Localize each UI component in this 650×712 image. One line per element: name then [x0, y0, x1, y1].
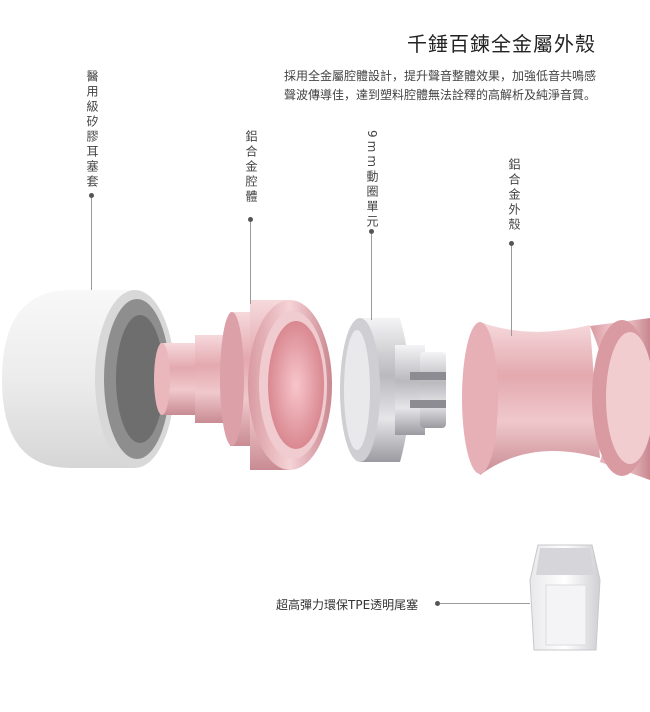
dynamic-driver	[340, 318, 446, 462]
description-line-2: 聲波傳導佳，達到塑料腔體無法詮釋的高解析及純淨音質。	[283, 88, 596, 102]
leader-aluminum-shell	[511, 246, 512, 336]
leader-driver	[371, 234, 372, 320]
label-tail-plug: 超高彈力環保TPE透明尾塞	[276, 598, 419, 612]
description: 採用全金屬腔體設計，提升聲音整體效果，加強低音共鳴感 聲波傳導佳，達到塑料腔體無…	[248, 67, 596, 105]
label-eartip: 醫用級矽膠耳塞套	[85, 70, 99, 190]
callout-dot-tail-plug	[435, 601, 440, 606]
silicone-eartip	[2, 290, 175, 468]
label-aluminum-cavity: 鋁合金腔體	[244, 130, 258, 205]
aluminum-shell	[462, 318, 650, 480]
page-title: 千錘百鍊全金屬外殼	[407, 32, 596, 56]
leader-eartip	[91, 198, 92, 290]
callout-dot-aluminum-cavity	[248, 217, 253, 222]
label-aluminum-shell: 鋁合金外殼	[507, 158, 521, 233]
callout-dot-eartip	[89, 193, 94, 198]
leader-tail-plug	[440, 603, 530, 604]
tpe-tail-plug	[529, 544, 601, 651]
label-driver: 9mm動圈單元	[365, 130, 379, 231]
leader-aluminum-cavity	[250, 222, 251, 304]
callout-dot-driver	[369, 229, 374, 234]
aluminum-cavity	[154, 300, 332, 470]
callout-dot-aluminum-shell	[509, 241, 514, 246]
description-line-1: 採用全金屬腔體設計，提升聲音整體效果，加強低音共鳴感	[283, 69, 596, 83]
